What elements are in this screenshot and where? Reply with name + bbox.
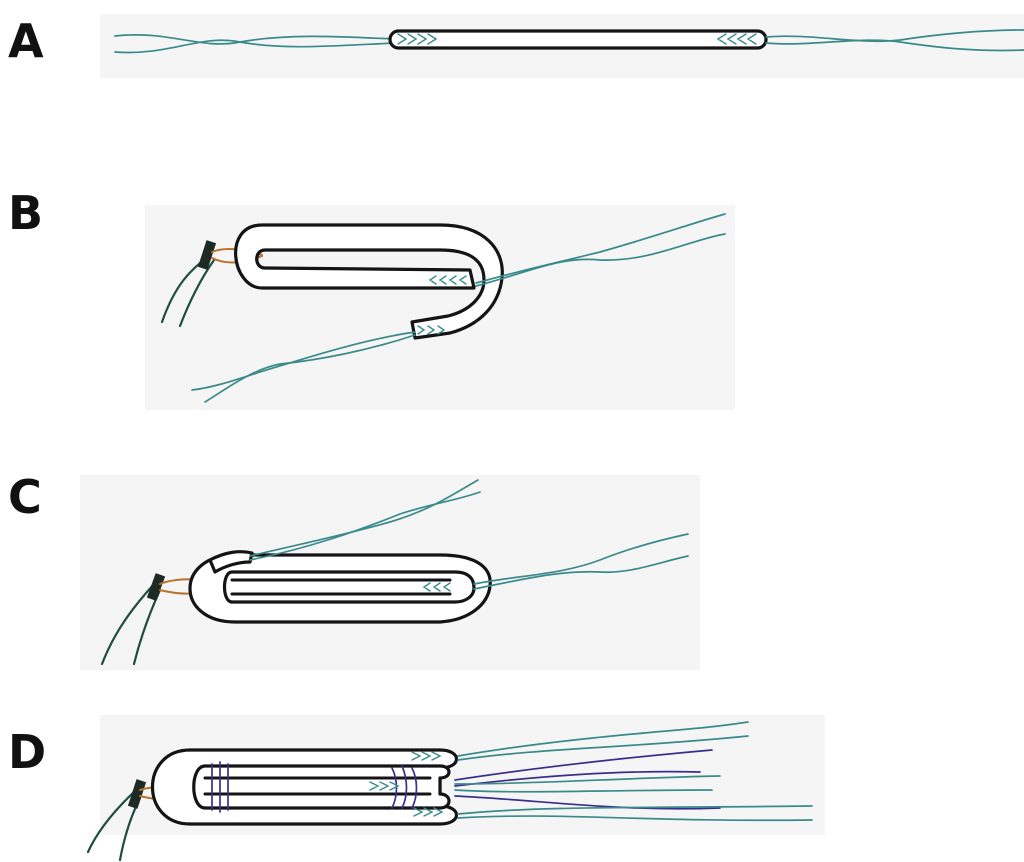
- tendon-d-inner: [194, 766, 449, 808]
- panel-a-drawing: [100, 14, 1024, 78]
- tendon-c-inner: [225, 572, 475, 602]
- panel-d-drawing: [88, 715, 825, 860]
- panel-b-drawing: [145, 205, 735, 410]
- panel-c-drawing: [80, 475, 700, 670]
- tendon-a: [390, 31, 766, 48]
